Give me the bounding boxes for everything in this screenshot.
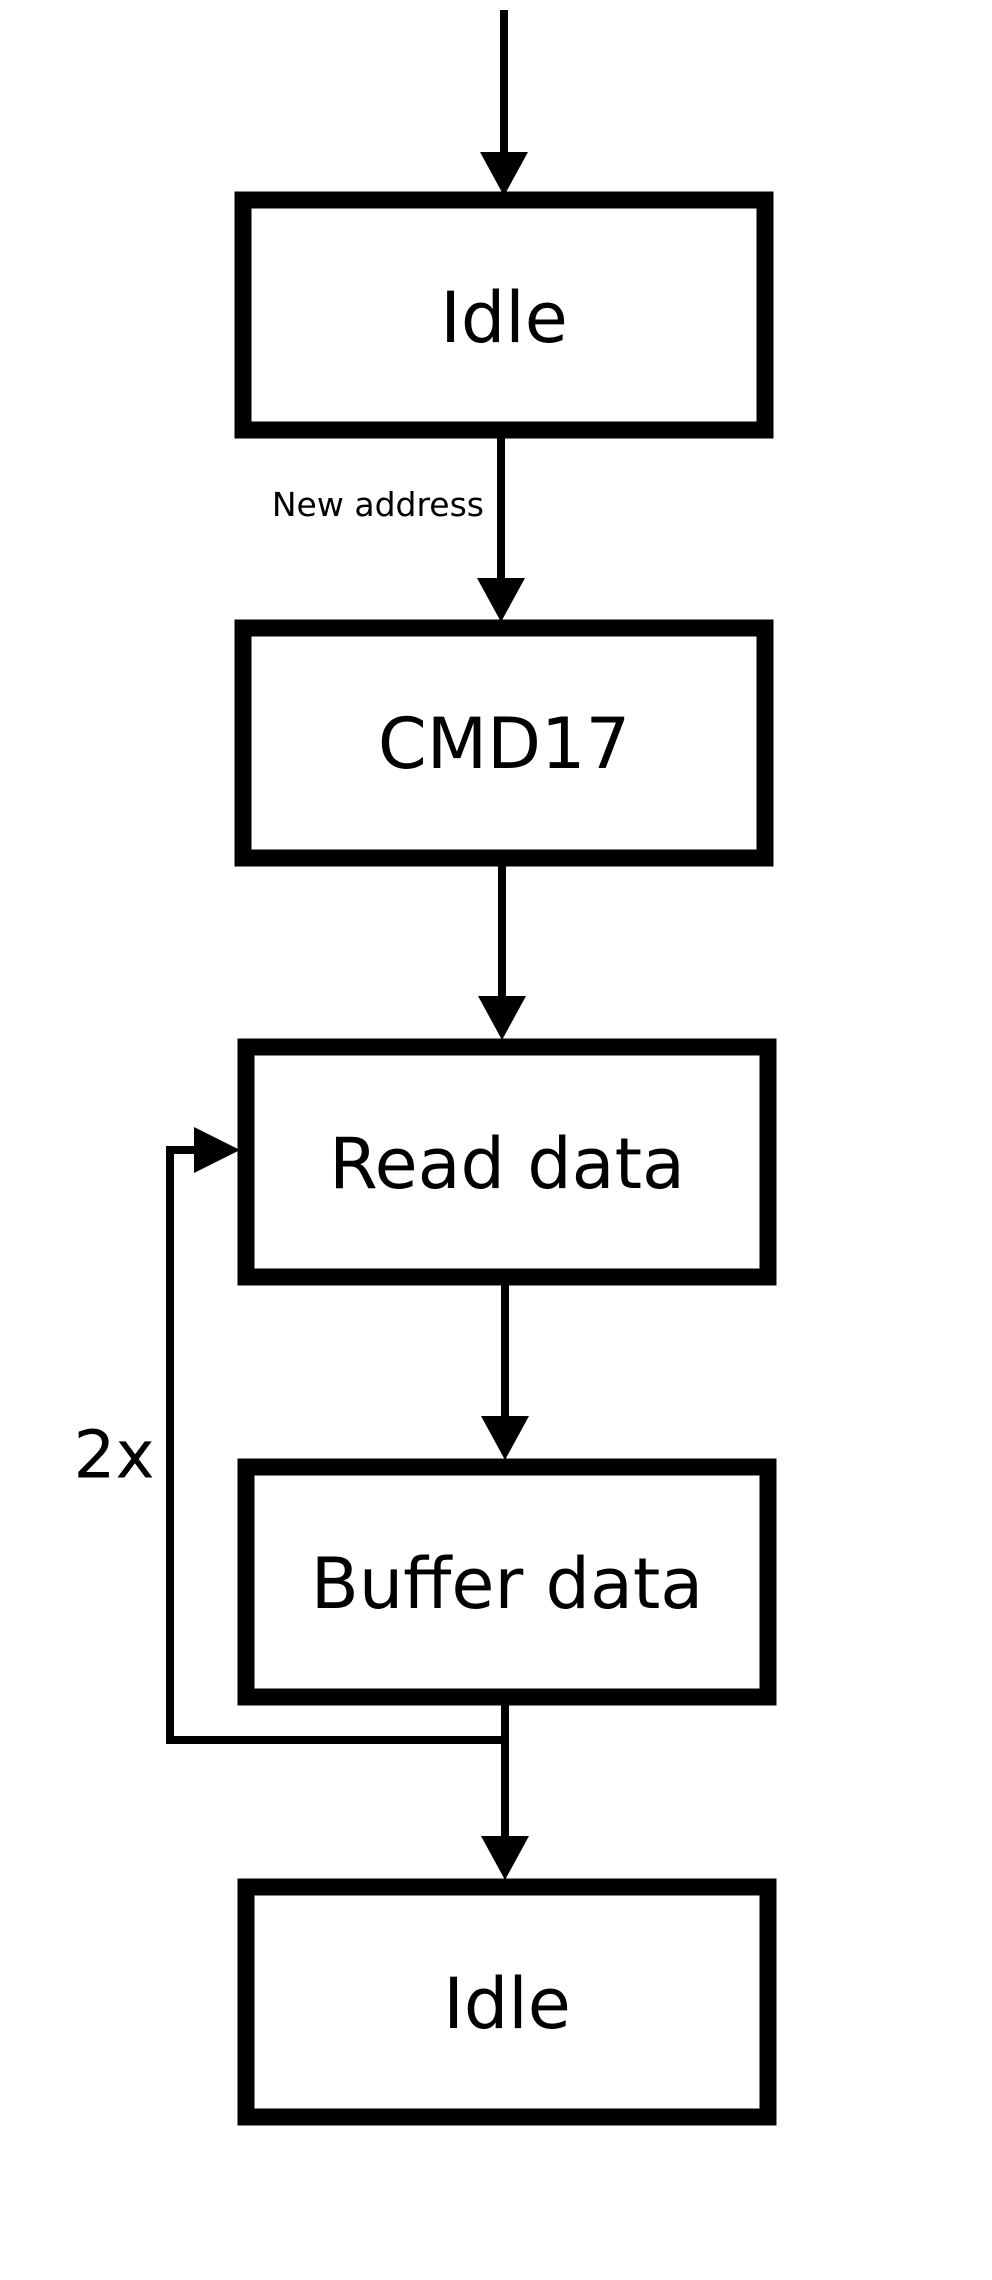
state-idle-end-label: Idle xyxy=(443,1963,571,2045)
transition-label-new-address: New address xyxy=(272,485,484,524)
state-buffer-data: Buffer data xyxy=(237,1458,777,1706)
transition-idle-to-cmd17: New address xyxy=(272,438,525,622)
state-read-data: Read data xyxy=(237,1038,777,1286)
transition-buffer-to-idle xyxy=(481,1705,529,1880)
transition-read-to-buffer xyxy=(481,1285,529,1460)
state-idle-start-label: Idle xyxy=(440,277,568,359)
state-cmd17-label: CMD17 xyxy=(378,703,630,785)
state-read-data-label: Read data xyxy=(329,1123,685,1205)
state-idle-end: Idle xyxy=(237,1878,777,2126)
state-buffer-data-label: Buffer data xyxy=(311,1543,703,1625)
state-idle-start: Idle xyxy=(234,191,774,439)
state-cmd17: CMD17 xyxy=(234,619,774,867)
transition-cmd17-to-read-data xyxy=(478,866,526,1040)
entry-arrow xyxy=(480,10,528,196)
loop-count-label: 2x xyxy=(73,1417,154,1494)
transition-loop-buffer-to-read: 2x xyxy=(73,1127,505,1744)
